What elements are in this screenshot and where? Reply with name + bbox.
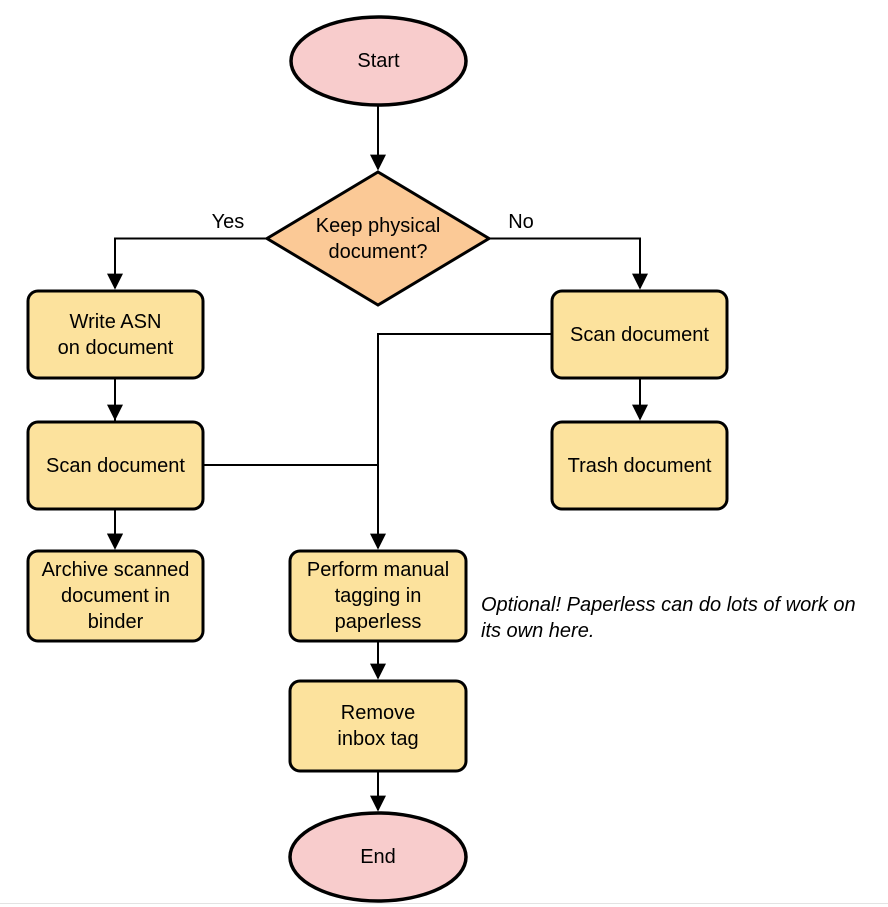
- trash-document-node: [550, 420, 729, 511]
- page-bottom-divider: [0, 903, 888, 904]
- yes-edge-label: Yes: [211, 211, 245, 233]
- archive-node: [26, 549, 205, 643]
- remove-inbox-tag-node: [288, 679, 468, 773]
- optional-note-text: Optional! Paperless can do lots of work …: [481, 594, 856, 642]
- write-asn-node: [26, 289, 205, 380]
- start-node: [289, 15, 468, 107]
- scan-document-right-node: [550, 289, 729, 380]
- decision-node: [264, 170, 492, 307]
- scan-document-left-node: [26, 420, 205, 511]
- manual-tagging-node: [288, 549, 468, 643]
- end-node: [288, 811, 468, 903]
- edge-decision-yes-branch: [107, 237, 267, 290]
- no-edge-label: No: [508, 211, 534, 233]
- edge-scanright-to-tagging: [370, 333, 552, 550]
- edge-decision-no-branch: [489, 237, 648, 290]
